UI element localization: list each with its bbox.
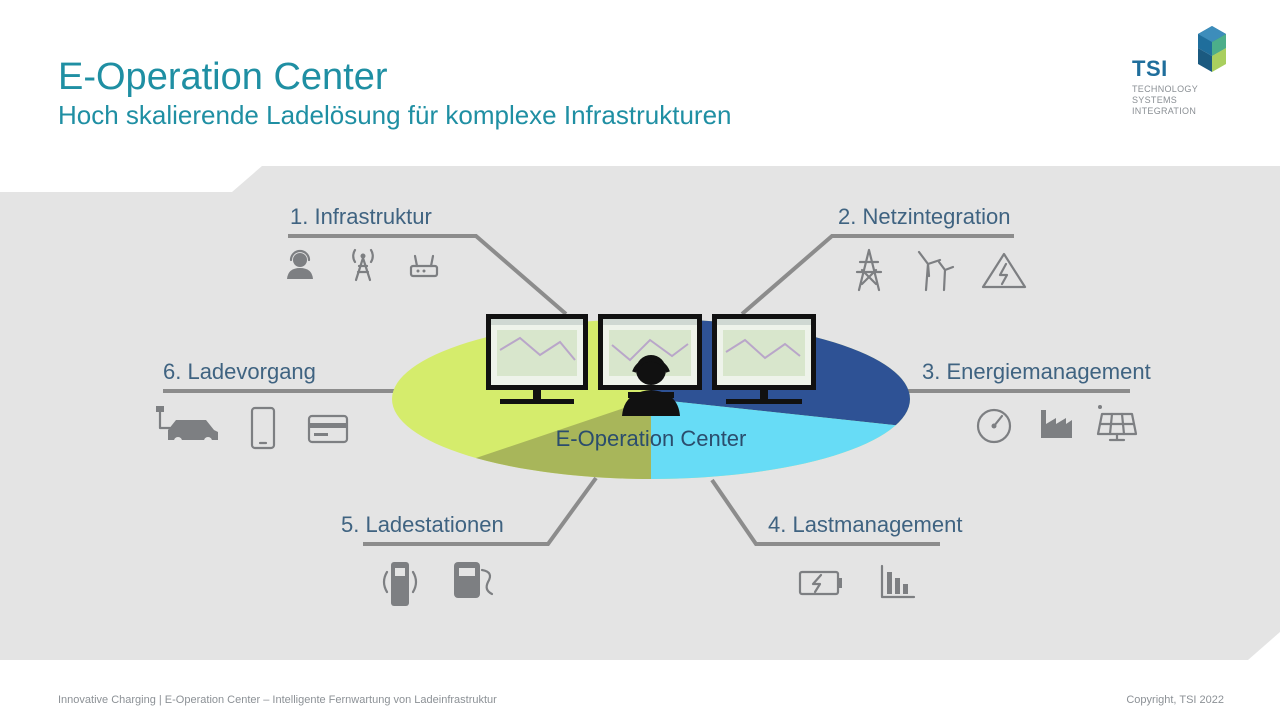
connector-netzintegration [740, 234, 1014, 316]
power-pylon-icon [855, 248, 883, 292]
center-label: E-Operation Center [556, 426, 747, 451]
label-ladevorgang: 6. Ladevorgang [163, 359, 316, 384]
battery-charging-icon [798, 570, 842, 596]
gauge-icon [976, 408, 1012, 444]
operator-headset-icon [287, 249, 313, 279]
connector-lines [163, 234, 1130, 546]
wind-turbine-icon [917, 250, 955, 292]
footer-copyright: Copyright, TSI 2022 [1126, 694, 1224, 706]
logo-line-1: TECHNOLOGY [1132, 84, 1199, 94]
payment-card-icon [307, 414, 349, 444]
ev-car-plug-icon [156, 406, 218, 445]
page-title: E-Operation Center [58, 56, 388, 98]
logo-line-2: SYSTEMS [1132, 95, 1178, 105]
charging-pillar-icon [382, 562, 418, 606]
wallbox-icon [454, 562, 494, 598]
monitor-left [486, 314, 588, 404]
connector-lastmanagement [710, 478, 940, 546]
factory-icon [1041, 410, 1072, 438]
router-icon [409, 254, 439, 278]
label-ladestationen: 5. Ladestationen [341, 512, 504, 537]
label-netzintegration: 2. Netzintegration [838, 204, 1010, 229]
label-infrastruktur: 1. Infrastruktur [290, 204, 432, 229]
operator-silhouette-icon [622, 355, 680, 416]
connector-ladestationen [363, 476, 598, 546]
bar-chart-icon [880, 564, 916, 599]
label-lastmanagement: 4. Lastmanagement [768, 512, 962, 537]
radio-tower-icon [352, 248, 374, 282]
footer-text: Innovative Charging | E-Operation Center… [58, 694, 497, 706]
solar-panel-icon [1096, 405, 1138, 442]
smartphone-icon [250, 406, 276, 450]
high-voltage-warning-icon [981, 252, 1027, 289]
monitor-right [712, 314, 816, 404]
connector-infrastruktur [288, 234, 568, 316]
tsi-logo-mark [1198, 26, 1226, 72]
logo-name: TSI [1132, 56, 1168, 81]
label-energiemanagement: 3. Energiemanagement [922, 359, 1151, 384]
logo-line-3: INTEGRATION [1132, 106, 1197, 116]
page-subtitle: Hoch skalierende Ladelösung für komplexe… [58, 100, 732, 130]
tsi-logo: TSI TECHNOLOGY SYSTEMS INTEGRATION [1132, 24, 1242, 134]
